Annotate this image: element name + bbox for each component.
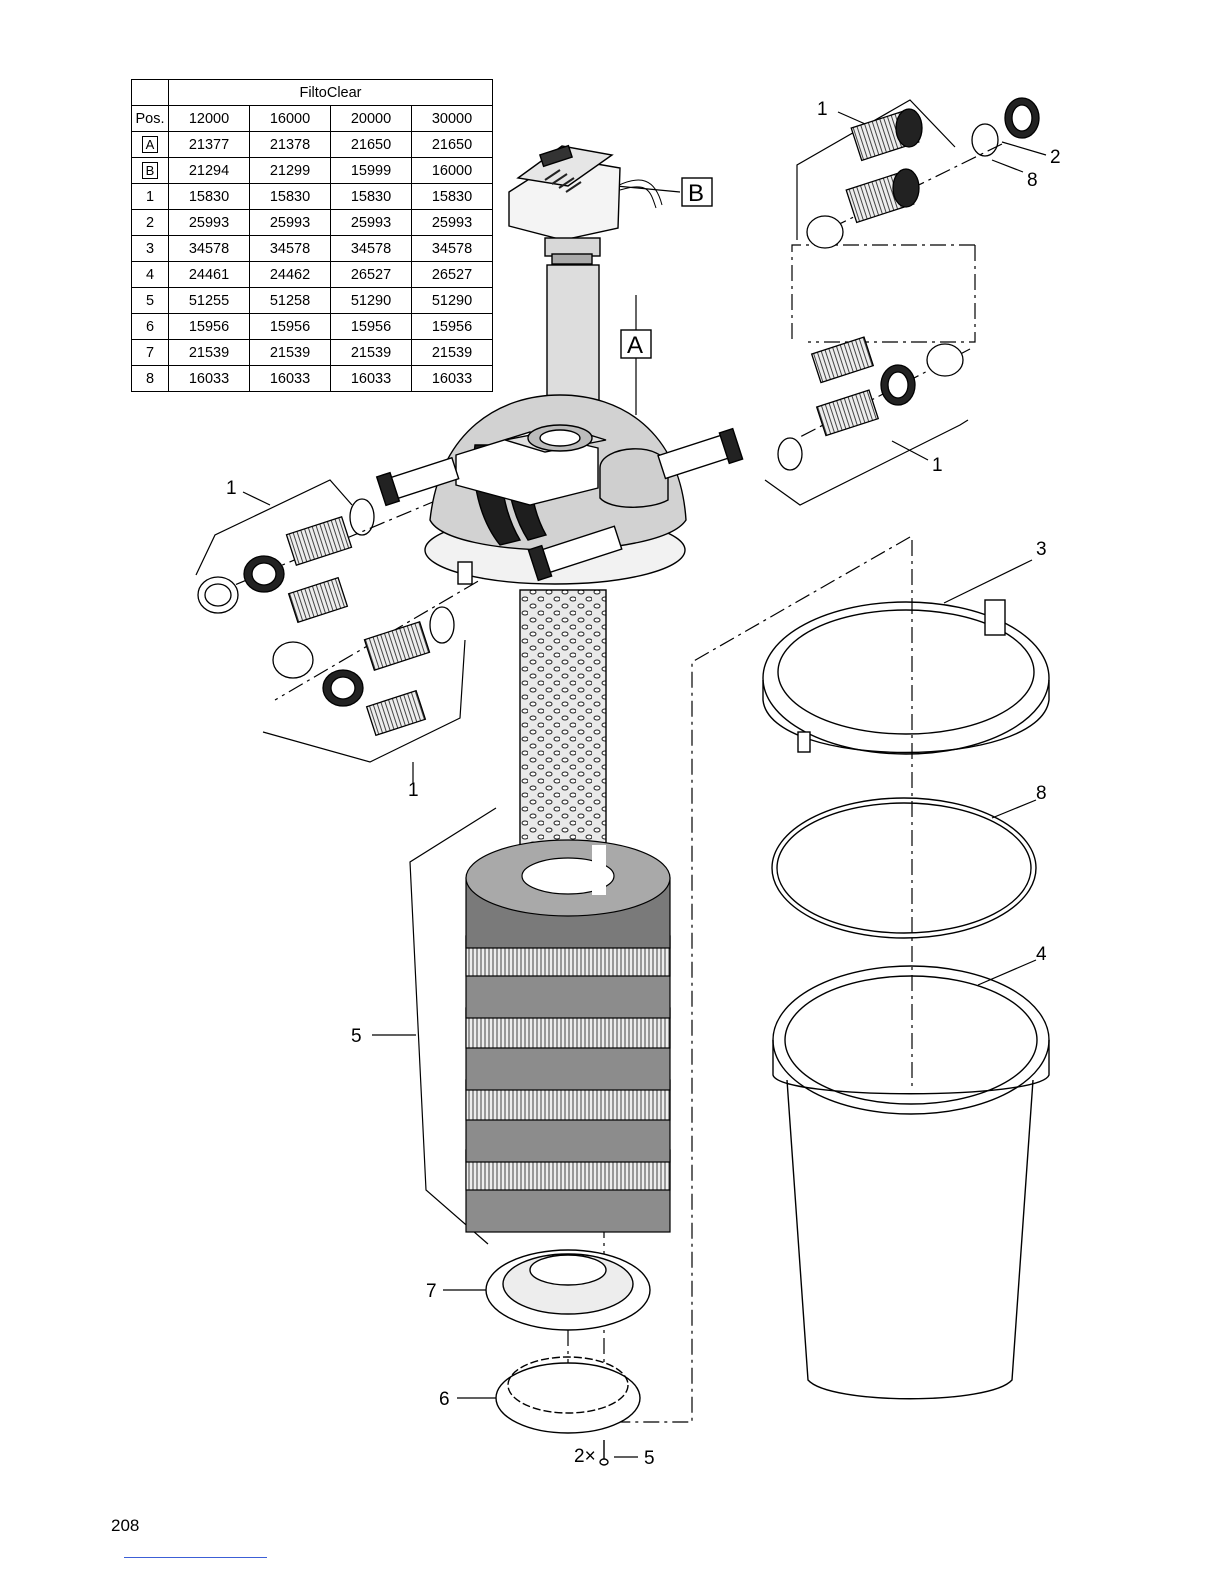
boxed-pos-label: B xyxy=(141,162,159,179)
table-cell: 16033 xyxy=(411,365,493,392)
table-cell: 51290 xyxy=(411,287,493,314)
table-cell: 21650 xyxy=(330,131,412,158)
table-cell: 15830 xyxy=(411,183,493,210)
table-pos-cell: 8 xyxy=(131,365,169,392)
footer-rule xyxy=(124,1557,267,1558)
table-cell: 51258 xyxy=(249,287,331,314)
callout-5-screw: 5 xyxy=(644,1448,655,1469)
callout-8: 8 xyxy=(1036,783,1047,804)
callout-8-top: 8 xyxy=(1027,170,1038,191)
callout-3: 3 xyxy=(1036,539,1047,560)
page-number: 208 xyxy=(111,1516,140,1535)
callout-1-left-lower: 1 xyxy=(408,780,419,801)
callout-a: A xyxy=(627,332,643,359)
callout-2x: 2× xyxy=(574,1446,596,1467)
hose-fittings-left xyxy=(197,498,455,737)
table-cell: 21378 xyxy=(249,131,331,158)
callout-a-box xyxy=(620,329,652,359)
base-parts xyxy=(485,1249,651,1466)
table-cell: 21650 xyxy=(411,131,493,158)
table-cell: 21539 xyxy=(411,339,493,366)
table-cell: 34578 xyxy=(411,235,493,262)
callout-5: 5 xyxy=(351,1026,362,1047)
table-cell: 15999 xyxy=(330,157,412,184)
table-cell: 26527 xyxy=(330,261,412,288)
callout-1-left: 1 xyxy=(226,478,237,499)
callout-1-right: 1 xyxy=(932,455,943,476)
callout-b-box xyxy=(681,177,713,207)
table-cell: 15830 xyxy=(168,183,250,210)
table-cell: 26527 xyxy=(411,261,493,288)
table-model-header: 12000 xyxy=(168,105,250,132)
table-cell: 25993 xyxy=(330,209,412,236)
boxed-pos-label: A xyxy=(141,136,159,153)
table-cell: 21539 xyxy=(249,339,331,366)
table-cell: 16033 xyxy=(168,365,250,392)
perforated-tube xyxy=(519,589,607,869)
callout-7: 7 xyxy=(426,1281,437,1302)
filter-lid xyxy=(375,394,744,585)
housing-parts xyxy=(762,599,1050,1400)
callout-4: 4 xyxy=(1036,944,1047,965)
table-model-header: 30000 xyxy=(411,105,493,132)
hose-fittings-right xyxy=(777,97,1040,471)
callout-1-top-right: 1 xyxy=(817,99,828,120)
table-cell: 15830 xyxy=(330,183,412,210)
leader-lines xyxy=(195,99,1047,1458)
foam-stack xyxy=(465,839,671,1233)
table-pos-cell: 2 xyxy=(131,209,169,236)
table-pos-cell: 1 xyxy=(131,183,169,210)
callout-6: 6 xyxy=(439,1389,450,1410)
callout-b: B xyxy=(688,180,704,207)
callout-2: 2 xyxy=(1050,147,1061,168)
table-cell: 16000 xyxy=(411,157,493,184)
table-pos-cell: 4 xyxy=(131,261,169,288)
table-cell: 15956 xyxy=(249,313,331,340)
table-cell: 24461 xyxy=(168,261,250,288)
table-cell: 15956 xyxy=(168,313,250,340)
